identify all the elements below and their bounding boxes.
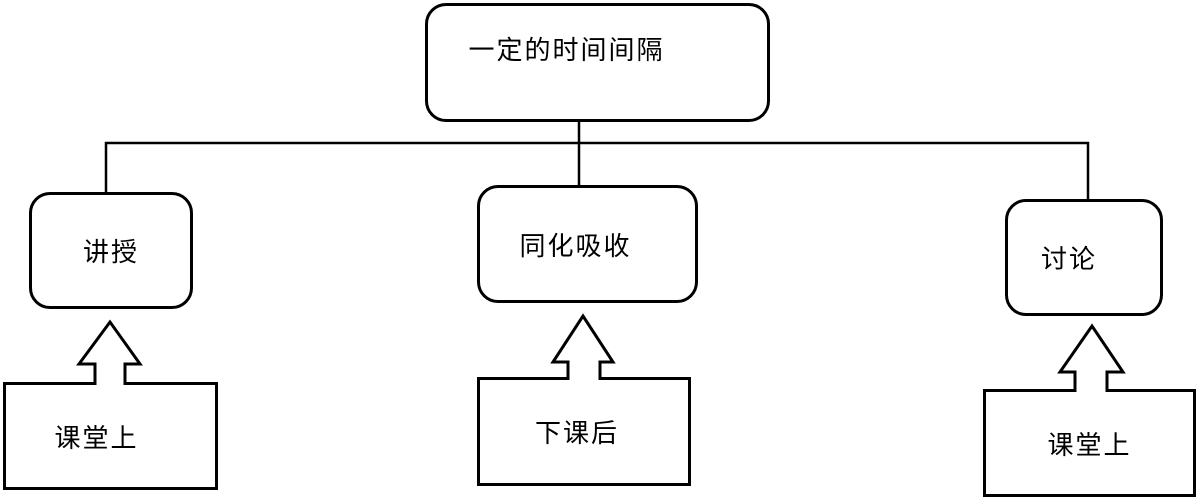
child-node-discussion: 讨论 — [1005, 199, 1163, 316]
source-box-in-class-left-label: 课堂上 — [54, 423, 139, 453]
source-box-in-class-left: 课堂上 — [3, 382, 218, 490]
source-box-after-class-label: 下课后 — [534, 419, 619, 448]
source-box-after-class: 下课后 — [477, 377, 691, 486]
block-arrow-up-left — [76, 319, 143, 385]
child-node-discussion-label: 讨论 — [1040, 245, 1097, 274]
child-node-assimilation-label: 同化吸收 — [519, 231, 632, 261]
block-arrow-up-middle — [550, 313, 616, 380]
child-node-lecture-label: 讲授 — [82, 238, 139, 267]
source-box-in-class-right-label: 课堂上 — [1047, 430, 1132, 460]
child-node-lecture: 讲授 — [29, 192, 193, 309]
child-node-assimilation: 同化吸收 — [477, 185, 698, 303]
root-node-box: 一定的时间间隔 — [425, 3, 770, 122]
block-arrow-up-right — [1057, 323, 1126, 392]
source-box-in-class-right: 课堂上 — [983, 389, 1196, 497]
root-node-label: 一定的时间间隔 — [468, 36, 665, 65]
